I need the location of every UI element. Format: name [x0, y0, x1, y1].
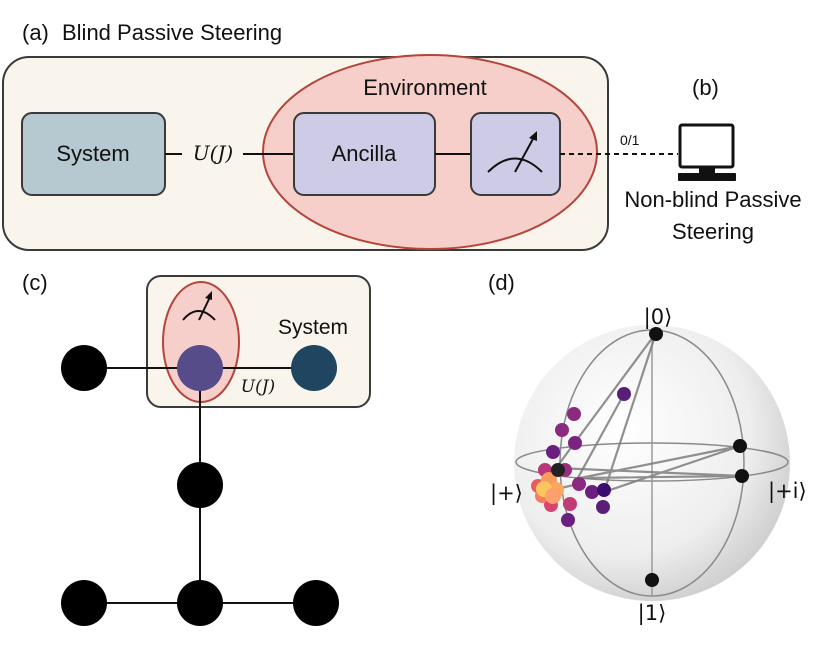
measurement-meter-icon: [487, 131, 543, 173]
measurement-box: [470, 112, 561, 196]
trajectory-point: [649, 327, 663, 341]
panel-c: (c) System U(J): [22, 270, 371, 626]
ket-plus-label: |+⟩: [490, 481, 523, 506]
panel-a-tag: (a): [22, 20, 49, 45]
ket-plus-i-label: |+i⟩: [768, 479, 807, 504]
nonblind-caption-line1: Non-blind Passive: [624, 187, 801, 212]
environment-node: [61, 580, 107, 626]
system-node: [291, 345, 337, 391]
graph-coupling-label: U(J): [241, 377, 275, 397]
trajectory-point: [555, 423, 569, 437]
ket-1-label: |1⟩: [638, 601, 667, 626]
trajectory-point: [546, 445, 560, 459]
environment-node: [293, 580, 339, 626]
trajectory-point: [551, 463, 565, 477]
panel-d-tag: (d): [488, 270, 515, 295]
trajectory-point: [596, 500, 610, 514]
panel-b-tag: (b): [692, 75, 719, 100]
trajectory-point: [561, 513, 575, 527]
ancilla-node: [177, 345, 223, 391]
trajectory-point: [597, 483, 611, 497]
trajectory-point: [563, 497, 577, 511]
trajectory-point: [572, 477, 586, 491]
trajectory-points: [531, 327, 749, 587]
panel-b: (b) 0/1 Non-blind Passive Steering: [620, 75, 802, 244]
computer-monitor-icon: [678, 123, 736, 181]
panel-c-tag: (c): [22, 270, 48, 295]
signal-label: 0/1: [620, 132, 640, 148]
panel-a-title: Blind Passive Steering: [62, 20, 282, 45]
environment-node: [177, 580, 223, 626]
panel-d: (d): [488, 270, 807, 626]
environment-label: Environment: [363, 75, 487, 100]
trajectory-point: [545, 488, 561, 504]
trajectory-point: [735, 469, 749, 483]
trajectory-point: [567, 407, 581, 421]
system-label: System: [56, 141, 129, 166]
environment-node: [61, 345, 107, 391]
panel-a: (a) Blind Passive Steering Environment S…: [2, 20, 678, 251]
graph-system-label: System: [278, 316, 348, 339]
trajectory-point: [617, 387, 631, 401]
nonblind-caption-line2: Steering: [672, 219, 754, 244]
ket-0-label: |0⟩: [644, 305, 673, 330]
coupling-label: U(J): [193, 141, 233, 165]
measurement-meter-icon: [182, 291, 216, 321]
trajectory-point: [645, 573, 659, 587]
trajectory-point: [568, 436, 582, 450]
trajectory-point: [585, 485, 599, 499]
environment-node: [177, 462, 223, 508]
trajectory-point: [733, 439, 747, 453]
ancilla-label: Ancilla: [332, 141, 398, 166]
